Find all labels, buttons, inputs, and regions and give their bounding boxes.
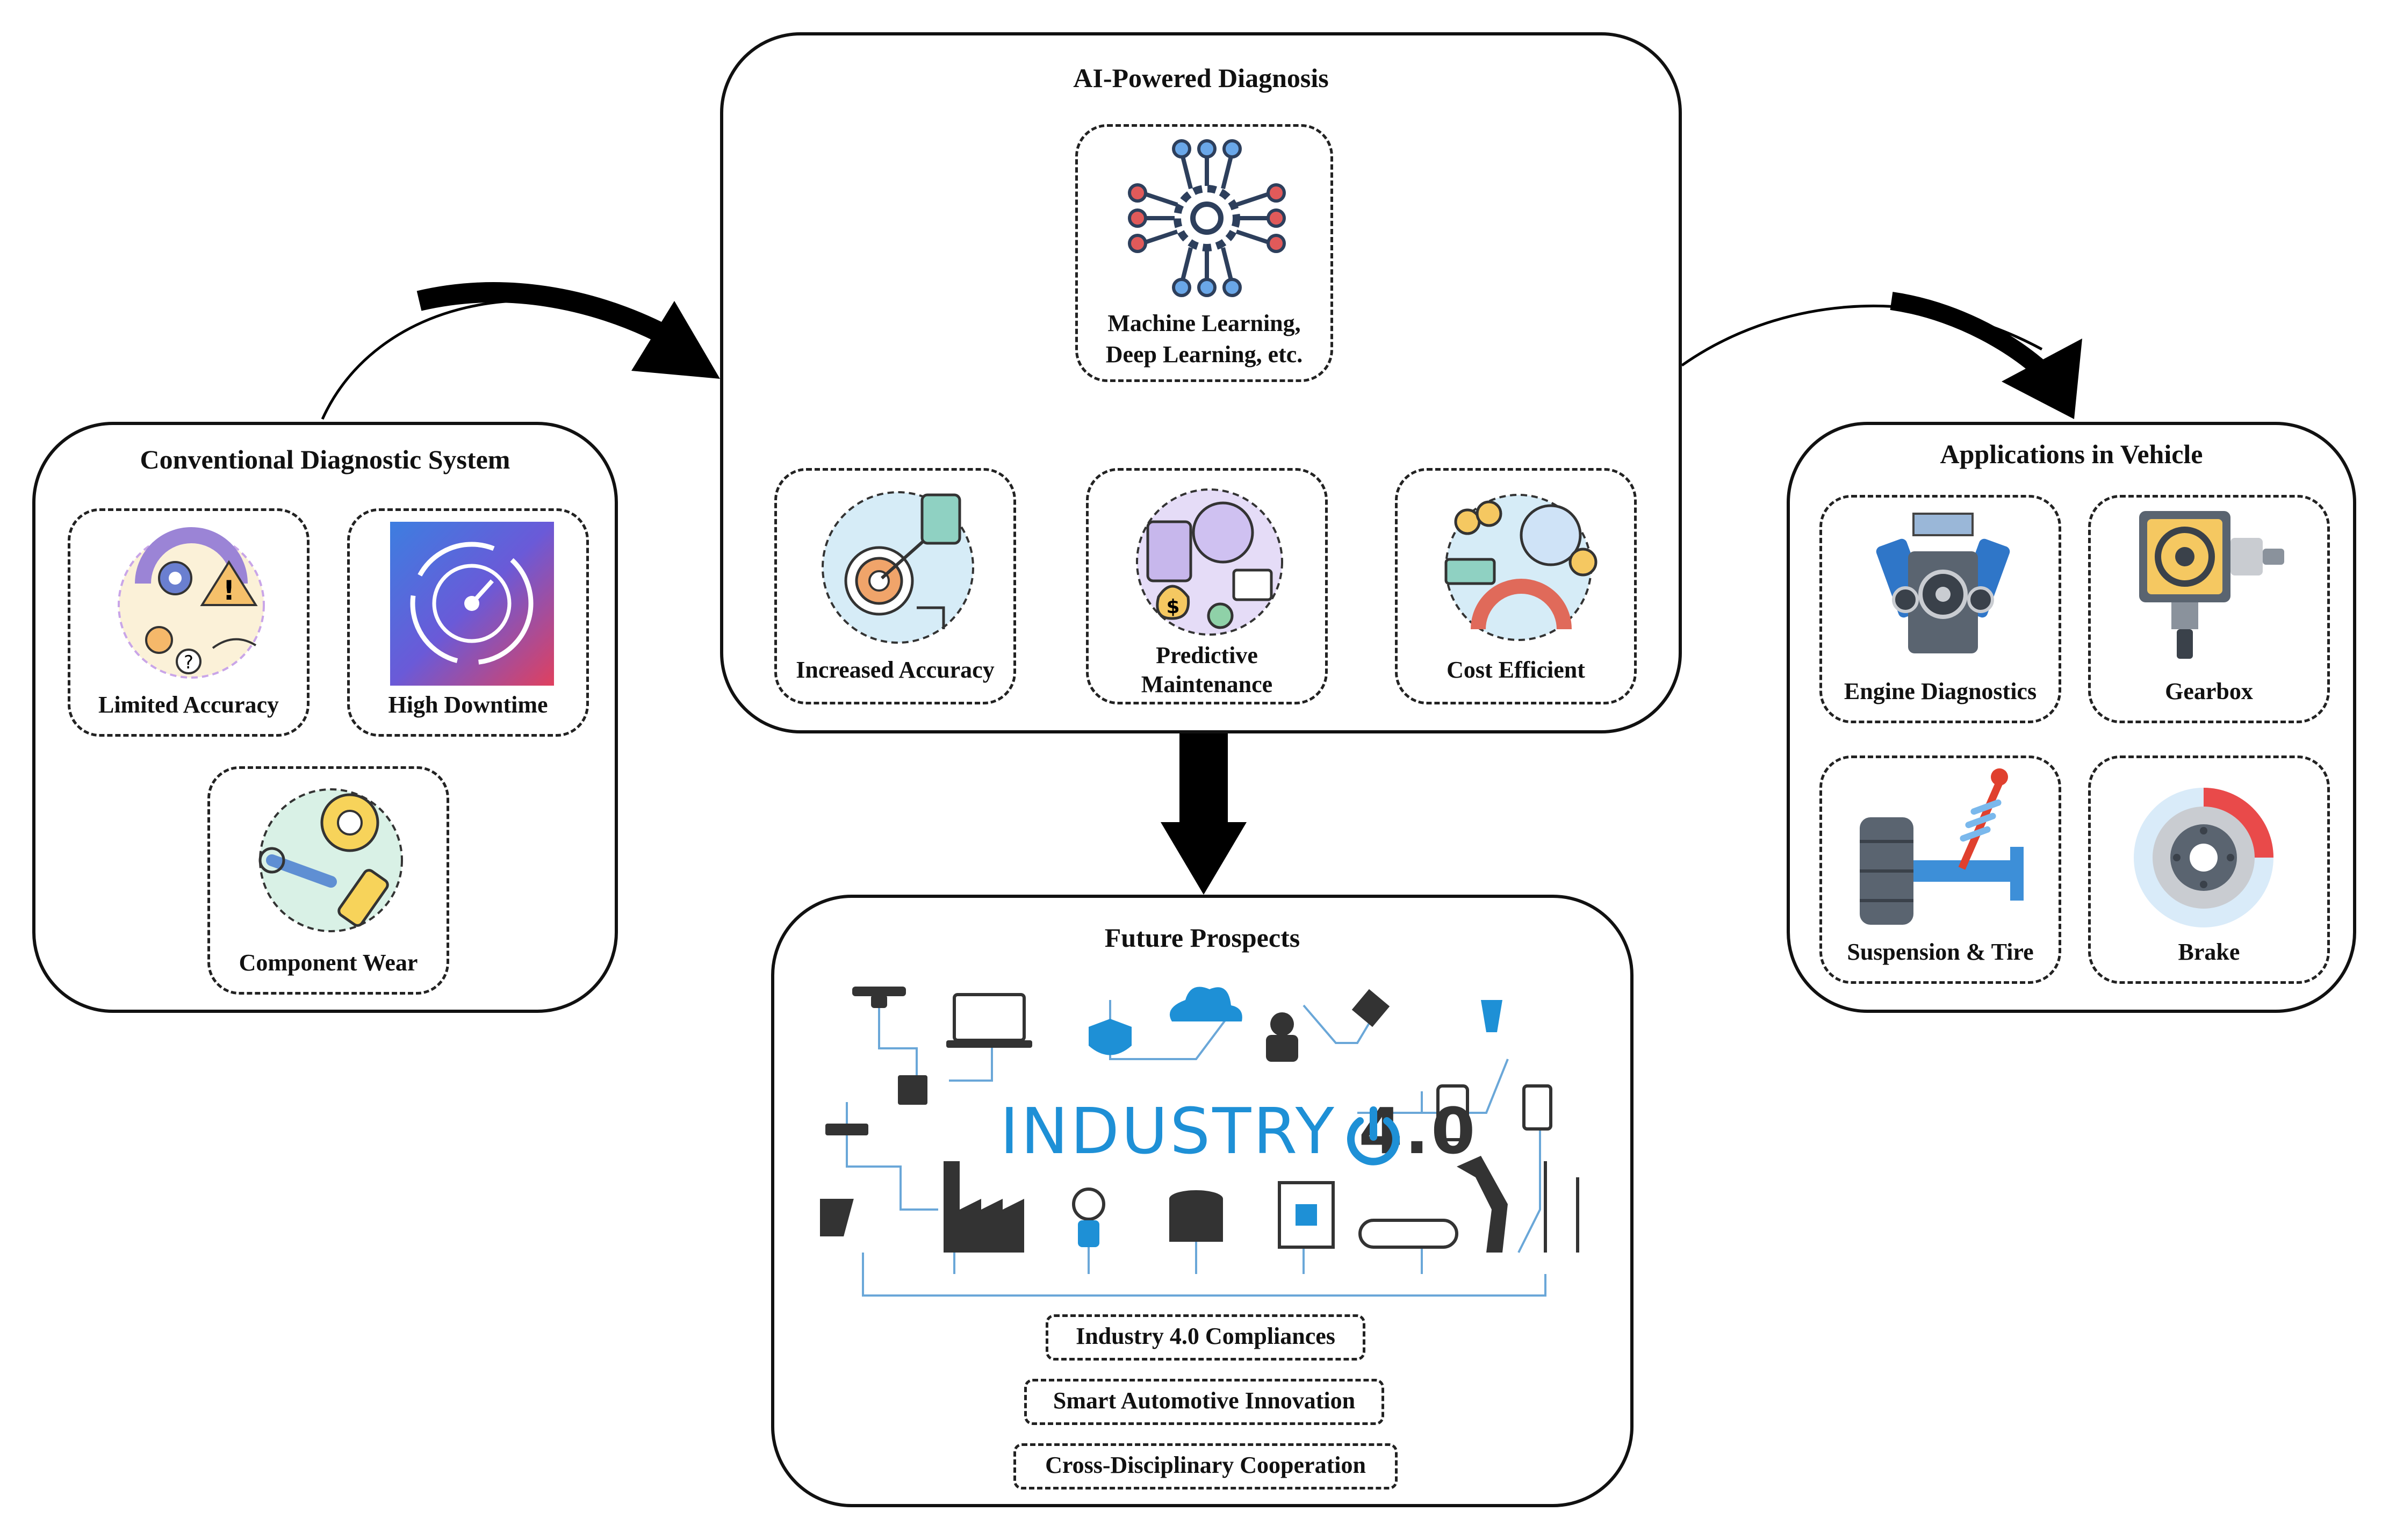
cost-efficient-icon	[1444, 494, 1598, 641]
svg-text:$: $	[1166, 596, 1179, 618]
arrowhead-to-applications	[2002, 339, 2082, 419]
ml-core-label-line1: Machine Learning,	[1107, 310, 1301, 336]
downtime-gauge-icon	[390, 522, 554, 686]
gearbox-icon	[2139, 511, 2284, 659]
ml-core-card: Machine Learning, Deep Learning, etc.	[1075, 124, 1333, 382]
tag-smart-automotive: Smart Automotive Innovation	[1024, 1379, 1384, 1425]
svg-text:!: !	[223, 575, 235, 606]
conventional-panel: Conventional Diagnostic System ! ? Limit…	[32, 422, 618, 1013]
target-accuracy-icon	[822, 491, 974, 644]
power-icon	[1347, 1106, 1400, 1165]
cost-efficient-card: Cost Efficient	[1395, 468, 1637, 704]
tag-industry-compliances: Industry 4.0 Compliances	[1046, 1314, 1365, 1361]
predictive-maintenance-label-line2: Maintenance	[1141, 671, 1273, 697]
applications-panel: Applications in Vehicle Engine Diagnosti…	[1787, 422, 2356, 1013]
cost-efficient-label: Cost Efficient	[1447, 657, 1585, 683]
component-wear-icon	[258, 788, 403, 932]
brake-card: Brake	[2088, 755, 2330, 984]
predictive-maintenance-label-line1: Predictive	[1156, 642, 1258, 668]
ai-title: AI-Powered Diagnosis	[1073, 63, 1329, 93]
engine-diagnostics-card: Engine Diagnostics	[1819, 495, 2061, 723]
limited-accuracy-card: ! ? Limited Accuracy	[68, 508, 310, 737]
limited-accuracy-icon: ! ?	[118, 527, 265, 679]
industry-4-icon	[820, 987, 1579, 1297]
arrowhead-to-ai	[631, 301, 720, 379]
applications-title: Applications in Vehicle	[1940, 439, 2203, 469]
brake-disc-icon	[2134, 788, 2273, 927]
industry-version: 4.0	[1358, 1094, 1478, 1168]
tag-cross-disciplinary: Cross-Disciplinary Cooperation	[1013, 1443, 1398, 1489]
suspension-tire-icon	[1860, 768, 2024, 925]
future-title: Future Prospects	[1104, 923, 1300, 953]
engine-diagnostics-label: Engine Diagnostics	[1844, 678, 2037, 704]
increased-accuracy-card: Increased Accuracy	[774, 468, 1016, 704]
predictive-maintenance-icon: $	[1136, 488, 1283, 636]
predictive-maintenance-card: $ Predictive Maintenance	[1086, 468, 1328, 704]
component-wear-label: Component Wear	[239, 949, 418, 976]
arrowhead-to-future	[1161, 822, 1247, 895]
limited-accuracy-label: Limited Accuracy	[98, 692, 279, 718]
ml-core-label-line2: Deep Learning, etc.	[1105, 341, 1303, 368]
arrow-ai-to-future-shaft	[1179, 733, 1228, 825]
suspension-tire-label: Suspension & Tire	[1847, 939, 2034, 965]
industry-word: INDUSTRY	[1000, 1094, 1336, 1168]
conventional-title: Conventional Diagnostic System	[140, 444, 510, 474]
high-downtime-label: High Downtime	[388, 692, 548, 718]
engine-icon	[1876, 513, 2010, 653]
component-wear-card: Component Wear	[207, 766, 449, 995]
ai-panel: AI-Powered Diagnosis Machine Lea	[720, 32, 1682, 733]
gearbox-card: Gearbox	[2088, 495, 2330, 723]
increased-accuracy-label: Increased Accuracy	[796, 657, 995, 683]
brake-label: Brake	[2178, 939, 2240, 965]
high-downtime-card: High Downtime	[347, 508, 589, 737]
svg-text:?: ?	[184, 652, 193, 673]
future-panel: Future Prospects	[771, 895, 1634, 1507]
suspension-tire-card: Suspension & Tire	[1819, 755, 2061, 984]
industry-banner: INDUSTRY 4.0	[1000, 1094, 1477, 1168]
neural-gear-icon	[1128, 139, 1286, 297]
gearbox-label: Gearbox	[2165, 678, 2253, 704]
